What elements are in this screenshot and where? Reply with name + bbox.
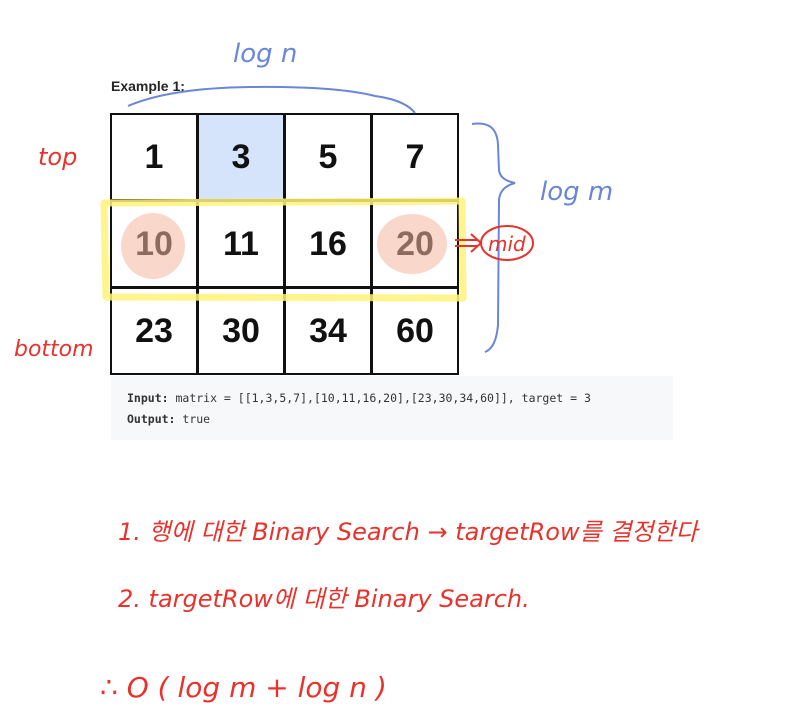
matrix-cell: 1 [110,113,198,201]
note-complexity: ∴ O ( log m + log n ) [100,671,387,704]
top-label: top [38,143,77,171]
note-step-2: 2. targetRow에 대한 Binary Search. [118,585,530,613]
top-brace-label: log n [233,39,297,69]
matrix-cell: 10 [110,200,198,288]
matrix-cell: 11 [197,200,285,288]
matrix-cell: 30 [197,287,285,375]
matrix-cell: 5 [284,113,372,201]
example-code-box: Input: matrix = [[1,3,5,7],[10,11,16,20]… [111,376,673,440]
matrix-cell: 34 [284,287,372,375]
matrix-grid: 1 3 5 7 10 11 16 20 23 30 34 60 [110,113,459,375]
mid-circle [480,225,534,261]
matrix-cell: 60 [371,287,459,375]
bottom-label: bottom [14,337,94,362]
output-value: true [175,412,211,426]
example-title: Example 1: [111,78,185,94]
side-brace-label: log m [540,177,613,207]
output-label: Output: [127,412,176,426]
input-label: Input: [127,391,169,405]
note-step-1: 1. 행에 대한 Binary Search → targetRow를 결정한다 [118,518,701,546]
matrix-cell: 7 [371,113,459,201]
side-brace [471,122,516,353]
matrix-cell: 16 [284,200,372,288]
matrix-cell: 23 [110,287,198,375]
mid-label: mid [488,232,526,256]
input-value: matrix = [[1,3,5,7],[10,11,16,20],[23,30… [168,391,591,405]
matrix-cell-target: 3 [197,113,285,201]
matrix-cell: 20 [371,200,459,288]
